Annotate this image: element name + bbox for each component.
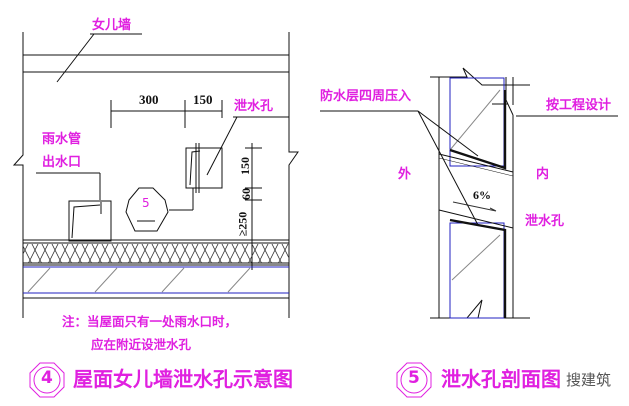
note-line-2: 应在附近设泄水孔 xyxy=(91,337,192,352)
inside-label: 内 xyxy=(536,167,550,182)
detail-4-title: 屋面女儿墙泄水孔示意图 xyxy=(73,367,293,391)
slope-label: 6% xyxy=(473,188,491,202)
membrane-label: 防水层四周压入 xyxy=(320,89,412,104)
detail-4-number: 4 xyxy=(41,368,53,388)
note-line-1: 注：当屋面只有一处雨水口时， xyxy=(62,314,238,329)
detail-number-4-icon xyxy=(29,362,65,398)
outlet-label-2: 出水口 xyxy=(42,155,82,170)
outside-label: 外 xyxy=(398,167,412,182)
weep-hole-label: 泄水孔 xyxy=(234,99,274,114)
watermark: 搜建筑 xyxy=(566,371,612,389)
dim-300: 300 xyxy=(139,92,159,107)
parapet-label: 女儿墙 xyxy=(92,18,132,33)
section-ref-5: 5 xyxy=(142,196,150,210)
dim-v-250: ≥250 xyxy=(235,211,250,237)
weep-hole-section xyxy=(320,67,618,319)
detail-5-number: 5 xyxy=(408,368,420,388)
parapet-elevation xyxy=(12,32,299,318)
detail-number-5-icon xyxy=(396,362,432,398)
outlet-label-1: 雨水管 xyxy=(42,132,82,147)
dim-150: 150 xyxy=(193,92,213,107)
dim-v-150: 150 xyxy=(238,157,252,175)
detail-5-title: 泄水孔剖面图 xyxy=(441,367,561,391)
weep-hole-label-right: 泄水孔 xyxy=(525,214,565,229)
design-label: 按工程设计 xyxy=(546,98,612,113)
dim-v-60: 60 xyxy=(239,188,253,200)
